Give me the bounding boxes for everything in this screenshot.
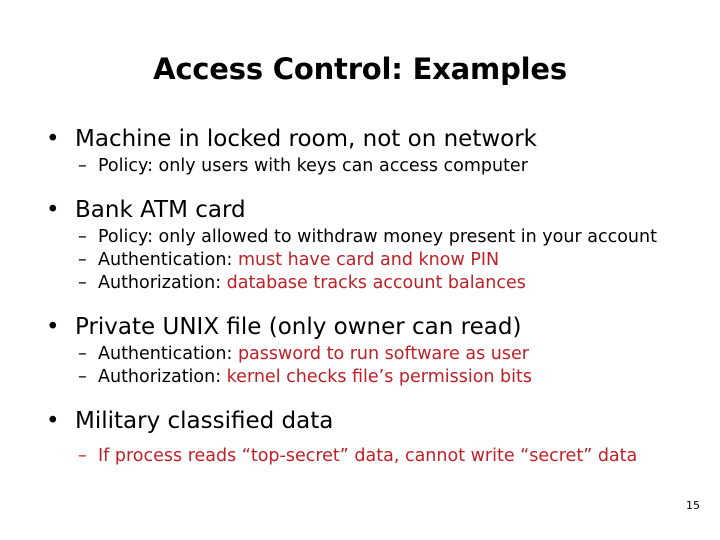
sub-bullet-military-rule: – If process reads “top-secret” data, ca… [0, 445, 720, 468]
bullet-group-machine: • Machine in locked room, not on network… [0, 124, 720, 178]
bullet-atm-label: Bank ATM card [75, 197, 246, 223]
sub-bullet-label: Authentication: [98, 344, 238, 364]
dash-marker-icon: – [78, 344, 87, 364]
sub-bullet-unix-authentication: – Authentication: password to run softwa… [0, 343, 720, 366]
sub-bullet-value: kernel checks file’s permission bits [226, 367, 533, 387]
dash-marker-icon: – [78, 367, 87, 387]
dash-marker-icon: – [78, 446, 87, 466]
bullet-dot-icon: • [46, 197, 60, 223]
page-number: 15 [686, 499, 700, 512]
sub-bullet-machine-policy: – Policy: only users with keys can acces… [0, 155, 720, 178]
sub-bullet-atm-authentication: – Authentication: must have card and kno… [0, 249, 720, 272]
sub-bullet-value: only users with keys can access computer [158, 156, 528, 176]
sub-bullet-atm-authorization: – Authorization: database tracks account… [0, 272, 720, 295]
dash-marker-icon: – [78, 273, 87, 293]
bullet-unix: • Private UNIX file (only owner can read… [0, 312, 720, 342]
bullet-dot-icon: • [46, 126, 60, 152]
bullet-group-atm: • Bank ATM card – Policy: only allowed t… [0, 195, 720, 295]
spacer [0, 178, 720, 189]
sub-bullet-unix-authorization: – Authorization: kernel checks file’s pe… [0, 366, 720, 389]
sub-bullet-value: If process reads “top-secret” data, cann… [98, 446, 638, 466]
sub-bullet-label: Authorization: [98, 273, 227, 293]
sub-bullet-value: only allowed to withdraw money present i… [158, 227, 657, 247]
sub-bullet-value: password to run software as user [237, 344, 529, 364]
sub-bullet-label: Policy: [98, 156, 159, 176]
sub-bullet-atm-policy: – Policy: only allowed to withdraw money… [0, 226, 720, 249]
page-title: Access Control: Examples [153, 52, 567, 86]
sub-bullet-label: Authorization: [98, 367, 227, 387]
bullet-unix-label: Private UNIX file (only owner can read) [75, 314, 522, 340]
dash-marker-icon: – [78, 227, 87, 247]
bullet-group-military: • Military classified data – If process … [0, 406, 720, 468]
sub-bullet-label: Authentication: [98, 250, 238, 270]
spacer [0, 437, 720, 445]
sub-bullet-value: must have card and know PIN [237, 250, 500, 270]
spacer [0, 389, 720, 400]
bullet-military: • Military classified data [0, 406, 720, 436]
bullet-machine-label: Machine in locked room, not on network [75, 126, 537, 152]
bullet-dot-icon: • [46, 408, 60, 434]
sub-bullet-label: Policy: [98, 227, 159, 247]
dash-marker-icon: – [78, 250, 87, 270]
bullet-machine: • Machine in locked room, not on network [0, 124, 720, 154]
dash-marker-icon: – [78, 156, 87, 176]
bullet-group-unix: • Private UNIX file (only owner can read… [0, 312, 720, 389]
slide-body: • Machine in locked room, not on network… [0, 118, 720, 468]
spacer [0, 295, 720, 306]
bullet-atm: • Bank ATM card [0, 195, 720, 225]
sub-bullet-value: database tracks account balances [226, 273, 526, 293]
bullet-military-label: Military classified data [75, 408, 334, 434]
bullet-dot-icon: • [46, 314, 60, 340]
